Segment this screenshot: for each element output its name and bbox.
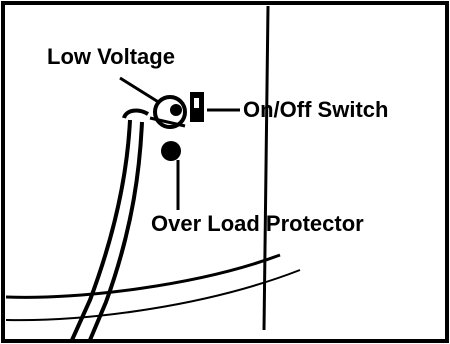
on-off-switch-rocker: [194, 98, 199, 108]
cord-bend: [124, 111, 148, 118]
on-off-switch-label: On/Off Switch: [243, 99, 388, 121]
power-cord-right: [90, 122, 142, 340]
rim-curve-inner: [6, 270, 300, 320]
over-load-protector-button: [161, 141, 181, 161]
power-cord-left: [72, 120, 130, 340]
low-voltage-knob-center: [170, 104, 182, 116]
low-voltage-label: Low Voltage: [47, 46, 175, 68]
leader-low-voltage: [120, 78, 160, 103]
over-load-protector-label: Over Load Protector: [151, 213, 364, 235]
